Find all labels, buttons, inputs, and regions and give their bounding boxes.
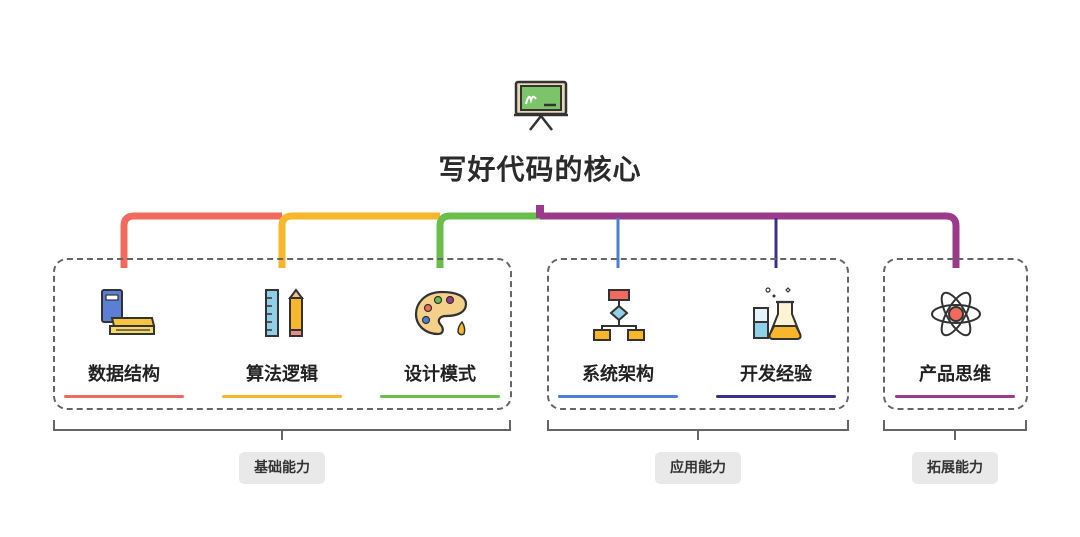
underline-dev-experience [716, 395, 836, 398]
ruler-pencil-icon [265, 288, 304, 337]
flask-icon [753, 287, 802, 340]
atom-icon [931, 291, 981, 337]
group-label-basic: 基础能力 [239, 452, 325, 484]
chalkboard-icon [514, 80, 568, 131]
underline-algorithms [222, 395, 342, 398]
underline-product-thinking [895, 395, 1015, 398]
diagram-title: 写好代码的核心 [438, 153, 642, 186]
palette-icon [414, 290, 468, 336]
group-box-applied [547, 258, 849, 410]
group-box-extended [883, 258, 1028, 410]
bracket-extended [883, 420, 1027, 440]
item-label-algorithms: 算法逻辑 [246, 364, 318, 385]
item-label-data-structures: 数据结构 [88, 364, 160, 385]
flowchart-icon [593, 289, 645, 341]
bracket-basic [53, 420, 511, 440]
bracket-applied [547, 420, 849, 440]
item-label-dev-experience: 开发经验 [740, 364, 812, 385]
books-icon [101, 289, 156, 335]
trunk-right [540, 212, 960, 268]
underline-data-structures [64, 395, 184, 398]
item-label-design-patterns: 设计模式 [404, 364, 476, 385]
group-box-basic [53, 258, 512, 410]
underline-architecture [558, 395, 678, 398]
group-label-applied: 应用能力 [655, 452, 741, 484]
group-label-extended: 拓展能力 [912, 452, 998, 484]
branch-design-patterns [436, 212, 540, 268]
item-label-architecture: 系统架构 [582, 364, 654, 385]
branch-algorithms [278, 212, 440, 268]
item-label-product-thinking: 产品思维 [919, 364, 991, 385]
branch-data-structures [120, 212, 282, 268]
underline-design-patterns [380, 395, 500, 398]
